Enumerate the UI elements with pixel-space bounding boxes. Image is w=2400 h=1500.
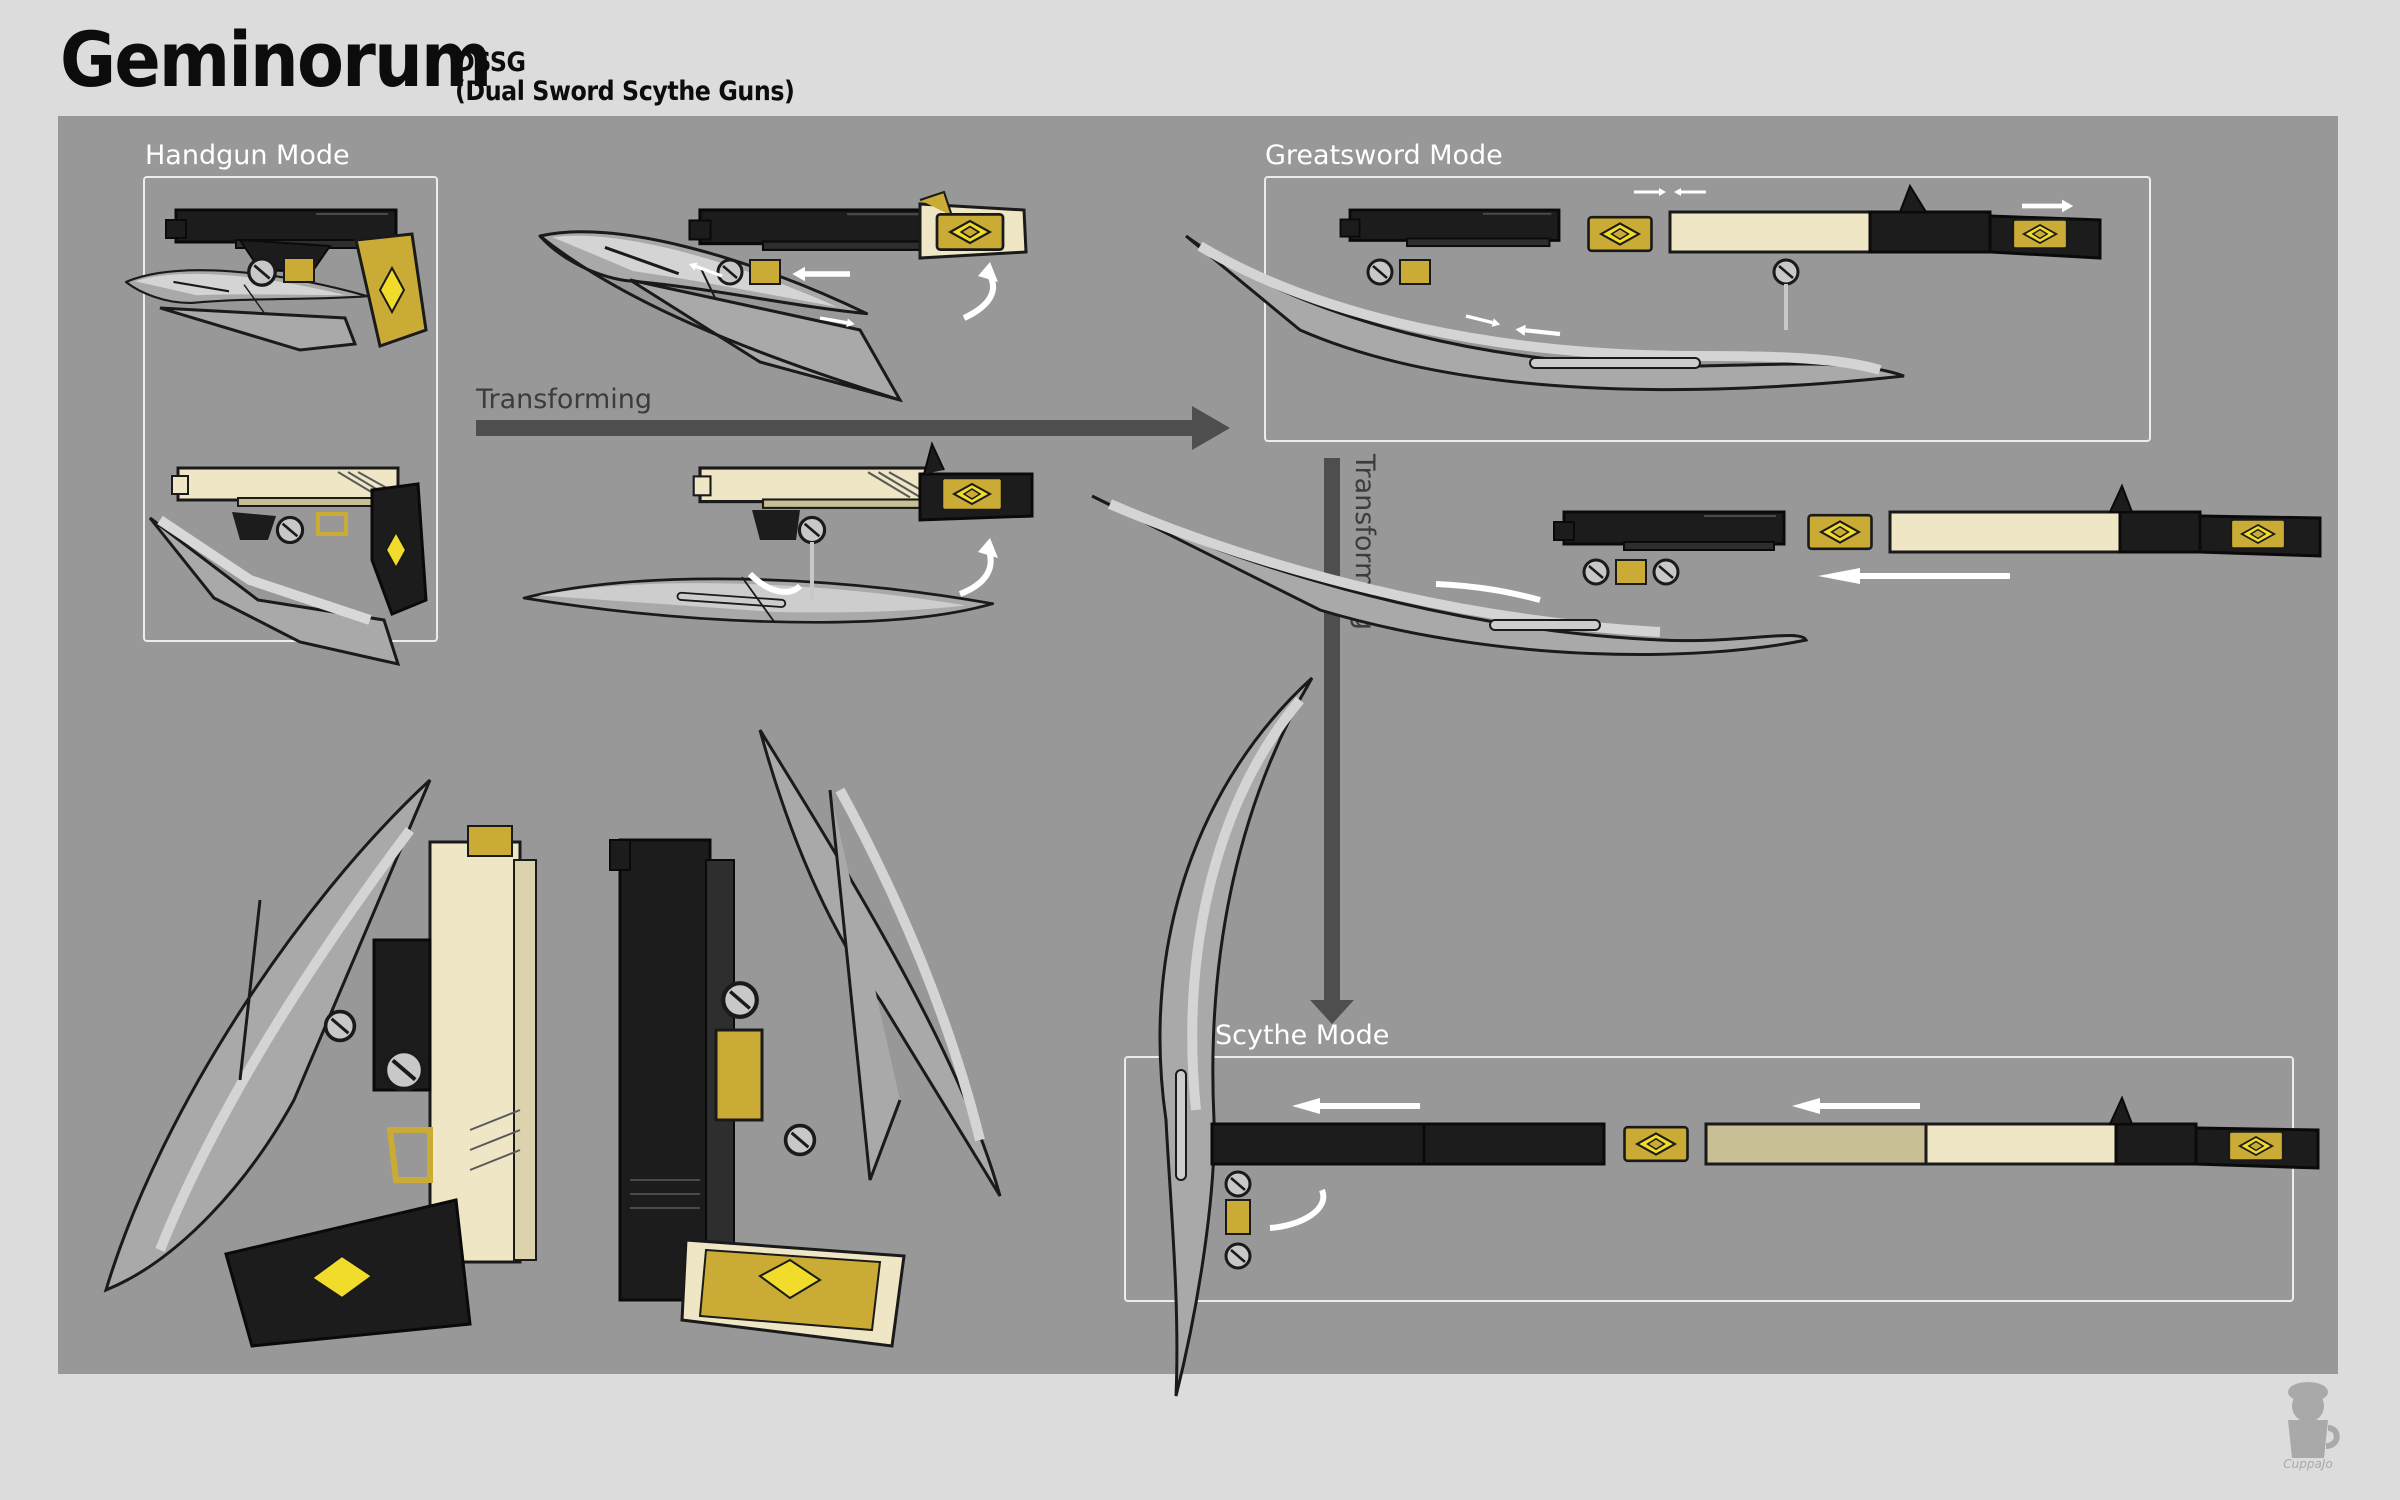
svg-text:CuppaJo: CuppaJo	[2283, 1457, 2332, 1471]
transform-arrow-icon	[476, 406, 1230, 450]
transforming-step-cream	[522, 441, 1034, 641]
transforming-step-black	[533, 177, 1028, 403]
handgun-mode-black-pistol	[122, 208, 428, 352]
page-title: Geminorum	[60, 15, 492, 104]
greatsword-transforming-to-scythe	[1091, 483, 2322, 656]
handgun-mode-cream-pistol	[148, 466, 428, 667]
subtitle-full-name: (Dual Sword Scythe Guns)	[455, 76, 795, 107]
scythe-assembled	[1158, 676, 2320, 1397]
scythe-mode-box	[1124, 1056, 2294, 1302]
scythe-mode-label: Scythe Mode	[1215, 1020, 1390, 1051]
page-subtitle: DSSG (Dual Sword Scythe Guns)	[455, 47, 795, 107]
handgun-mode-label: Handgun Mode	[145, 140, 350, 171]
handgun-mode-box	[143, 176, 438, 642]
subtitle-abbreviation: DSSG	[455, 47, 526, 78]
greatsword-mode-box	[1264, 176, 2151, 442]
artist-mascot-icon: CuppaJo	[2283, 1382, 2340, 1471]
large-black-pistol-view	[609, 729, 1002, 1348]
large-cream-pistol-view	[103, 778, 537, 1348]
transforming-horizontal-label: Transforming	[476, 384, 653, 415]
greatsword-assembled	[1185, 183, 2102, 392]
greatsword-mode-label: Greatsword Mode	[1265, 140, 1503, 171]
transform-arrow-down-icon	[1310, 458, 1354, 1024]
